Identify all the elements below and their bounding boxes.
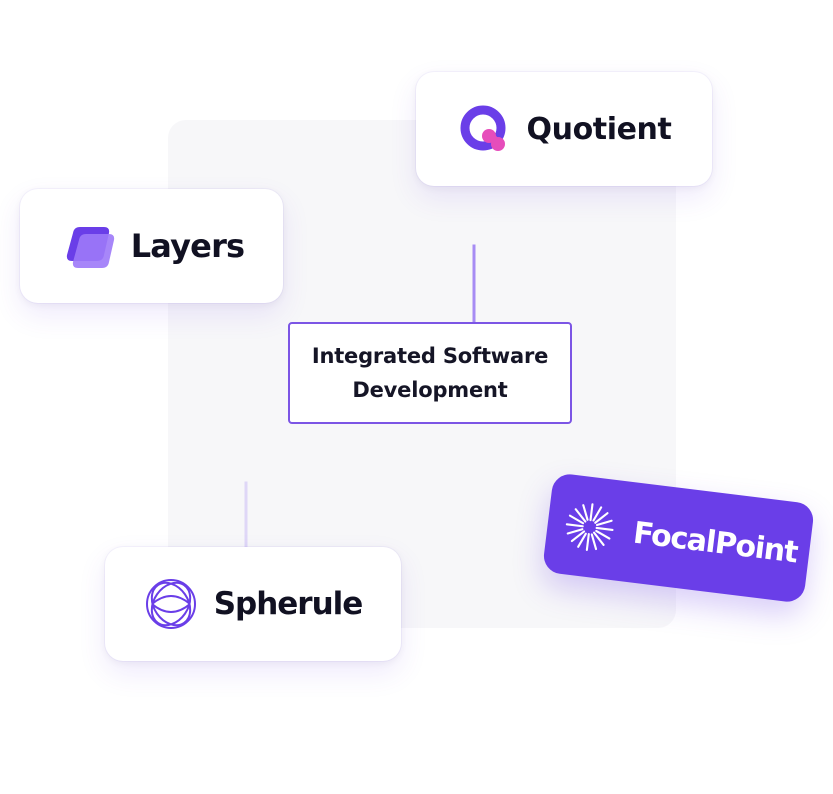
center-node-label: Integrated Software Development	[311, 344, 549, 402]
quotient-label: Quotient	[526, 111, 672, 147]
spherule-card: Spherule	[105, 547, 401, 661]
layers-card: Layers	[20, 189, 283, 303]
quotient-logo-icon	[457, 102, 511, 156]
quotient-card: Quotient	[416, 72, 712, 186]
spherule-label: Spherule	[213, 586, 364, 622]
layers-logo-icon	[59, 218, 115, 274]
spherule-logo-icon	[144, 577, 198, 631]
focalpoint-label: FocalPoint	[631, 515, 800, 570]
focalpoint-logo-icon	[561, 498, 619, 556]
focalpoint-card: FocalPoint	[541, 472, 816, 604]
layers-label: Layers	[130, 227, 245, 265]
center-node: Integrated Software Development	[288, 322, 572, 424]
